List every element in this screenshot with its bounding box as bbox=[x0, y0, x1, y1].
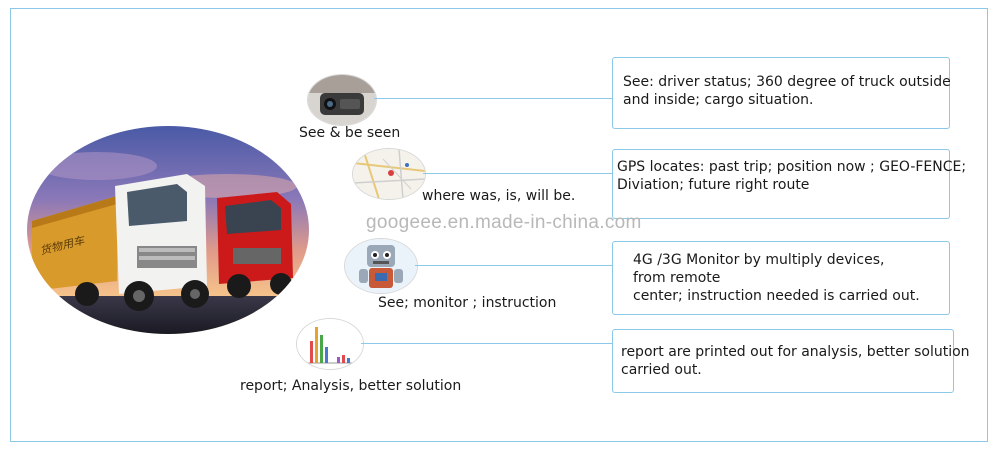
caption-where-was: where was, is, will be. bbox=[422, 188, 576, 204]
connector-4 bbox=[361, 343, 613, 344]
diagram-frame bbox=[10, 8, 988, 442]
info-line: and inside; cargo situation. bbox=[623, 92, 814, 108]
info-box-monitor: 4G /3G Monitor by multiply devices, from… bbox=[612, 241, 950, 315]
info-box-driver-status: See: driver status; 360 degree of truck … bbox=[612, 57, 951, 129]
connector-3 bbox=[415, 265, 612, 266]
info-line: report are printed out for analysis, bet… bbox=[621, 344, 970, 360]
map-icon bbox=[352, 148, 426, 200]
info-line: center; instruction needed is carried ou… bbox=[633, 288, 920, 304]
info-line: Diviation; future right route bbox=[617, 177, 810, 193]
info-line: from remote bbox=[633, 270, 721, 286]
watermark: googeee.en.made-in-china.com bbox=[366, 212, 642, 233]
camera-icon bbox=[307, 74, 377, 126]
info-line: GPS locates: past trip; position now ; G… bbox=[617, 159, 967, 175]
bar-chart-icon bbox=[296, 318, 364, 370]
caption-see-monitor: See; monitor ; instruction bbox=[378, 295, 557, 311]
info-box-report: report are printed out for analysis, bet… bbox=[612, 329, 970, 393]
info-box-gps: GPS locates: past trip; position now ; G… bbox=[612, 149, 967, 219]
robot-icon bbox=[344, 238, 418, 294]
info-line: 4G /3G Monitor by multiply devices, bbox=[633, 252, 885, 268]
caption-report-analysis: report; Analysis, better solution bbox=[240, 378, 462, 394]
connector-2 bbox=[423, 173, 612, 174]
caption-see-be-seen: See & be seen bbox=[299, 125, 401, 141]
truck-photo: 货物用车 bbox=[27, 126, 309, 334]
info-line: carried out. bbox=[621, 362, 702, 378]
info-line: See: driver status; 360 degree of truck … bbox=[623, 74, 951, 90]
connector-1 bbox=[374, 98, 612, 99]
